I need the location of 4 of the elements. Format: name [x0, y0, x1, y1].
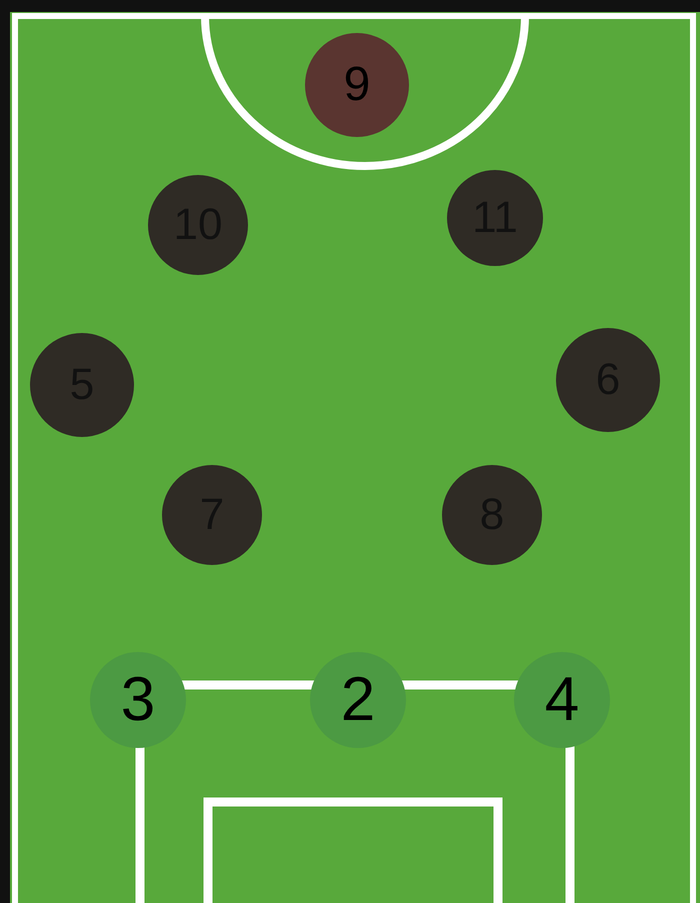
- player-number: 3: [120, 669, 156, 731]
- player-number: 4: [544, 669, 580, 731]
- player-number: 9: [344, 61, 370, 109]
- player-number: 2: [340, 669, 376, 731]
